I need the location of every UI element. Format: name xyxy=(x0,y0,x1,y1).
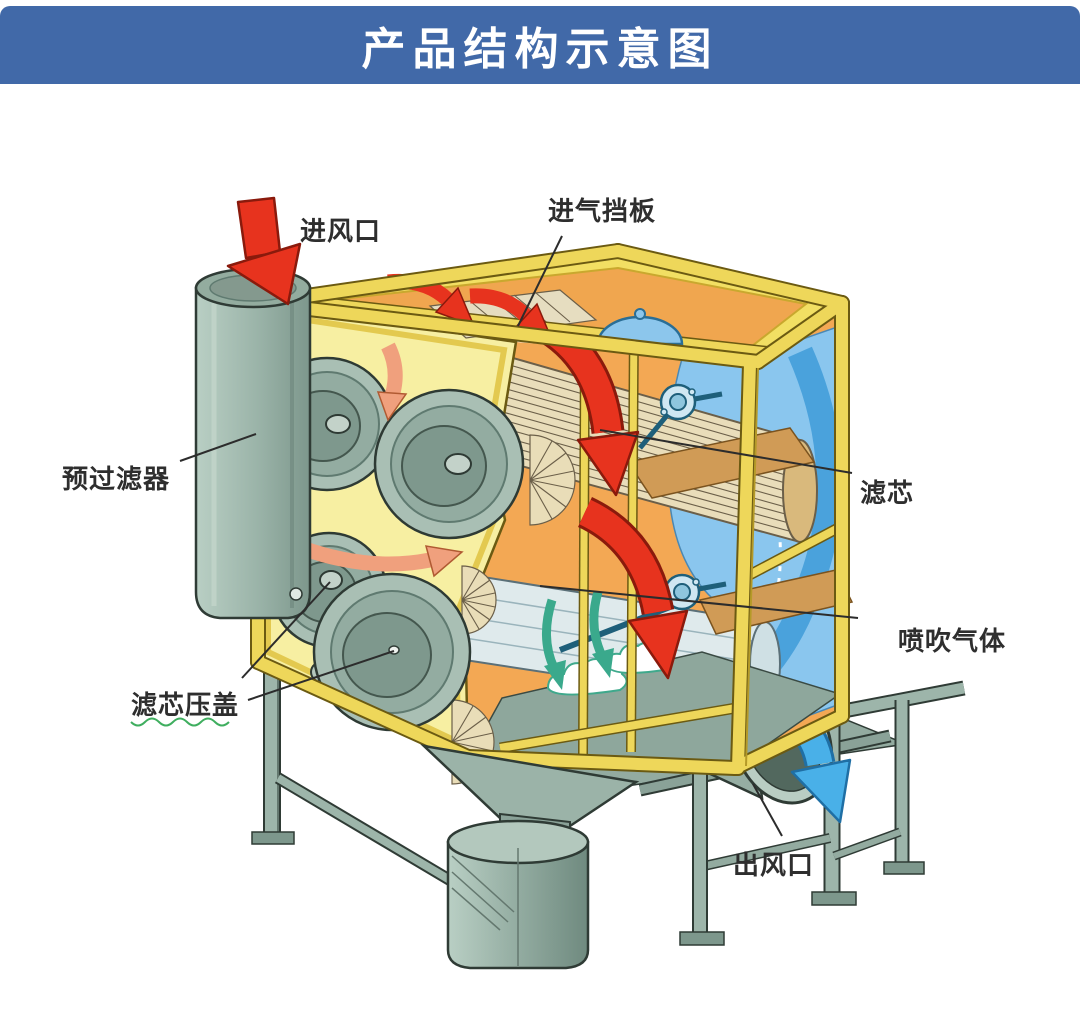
callouts: 进风口 进气挡板 预过滤器 滤芯 喷吹气体 滤芯压盖 出风口 xyxy=(62,196,1006,880)
interior-posts xyxy=(499,323,845,757)
upper-cartridge-shelf xyxy=(626,427,816,499)
stand-leg-right-front xyxy=(679,756,725,946)
leader-cartridge-cover-2 xyxy=(247,650,395,701)
leader-cartridge-cover-1 xyxy=(241,581,331,679)
airflow-dashed-path xyxy=(740,429,782,589)
face-airflow-arrows xyxy=(299,342,464,578)
label-pre-filter: 预过滤器 xyxy=(62,464,170,494)
stand-brace-right xyxy=(703,834,831,870)
page-title: 产品结构示意图 xyxy=(361,25,719,74)
stand-leg-left xyxy=(251,660,295,845)
label-filter-cartridge: 滤芯 xyxy=(860,478,914,508)
label-pulse-gas: 喷吹气体 xyxy=(898,626,1006,656)
disc-knob xyxy=(325,414,351,434)
stand-brace-back xyxy=(832,829,902,859)
dust-hopper-and-bin xyxy=(420,744,640,970)
pulse-air-arrows xyxy=(541,590,614,690)
drain-port xyxy=(289,587,303,601)
leader-pre-filter xyxy=(179,433,257,462)
leader-air-outlet xyxy=(752,783,783,837)
top-face xyxy=(257,249,845,364)
leader-pulse-gas xyxy=(539,585,859,619)
leader-filter-cartridge xyxy=(599,429,853,474)
cartridge-disc-top-right xyxy=(373,388,525,540)
leader-intake-baffle xyxy=(517,235,563,327)
pleat-fan-upper xyxy=(529,434,576,526)
label-air-inlet: 进风口 xyxy=(300,216,381,246)
squiggle-underline xyxy=(130,717,230,727)
label-air-outlet: 出风口 xyxy=(733,850,814,880)
main-cabinet xyxy=(250,243,854,785)
stand-rail-left xyxy=(275,774,473,896)
disc-knob xyxy=(444,453,472,475)
dust-bin xyxy=(446,819,590,970)
disc-knob xyxy=(319,570,343,590)
stand-leg-right-back xyxy=(883,700,925,875)
pulse-valve-upper xyxy=(638,383,723,450)
label-cartridge-cover: 滤芯压盖 xyxy=(131,690,239,720)
pre-filter-body xyxy=(194,286,312,620)
pre-filter-unit xyxy=(194,267,312,620)
inlet-airflow-arrow xyxy=(226,196,302,306)
label-intake-baffle: 进气挡板 xyxy=(548,196,656,226)
title-bar: 产品结构示意图 xyxy=(0,6,1080,84)
